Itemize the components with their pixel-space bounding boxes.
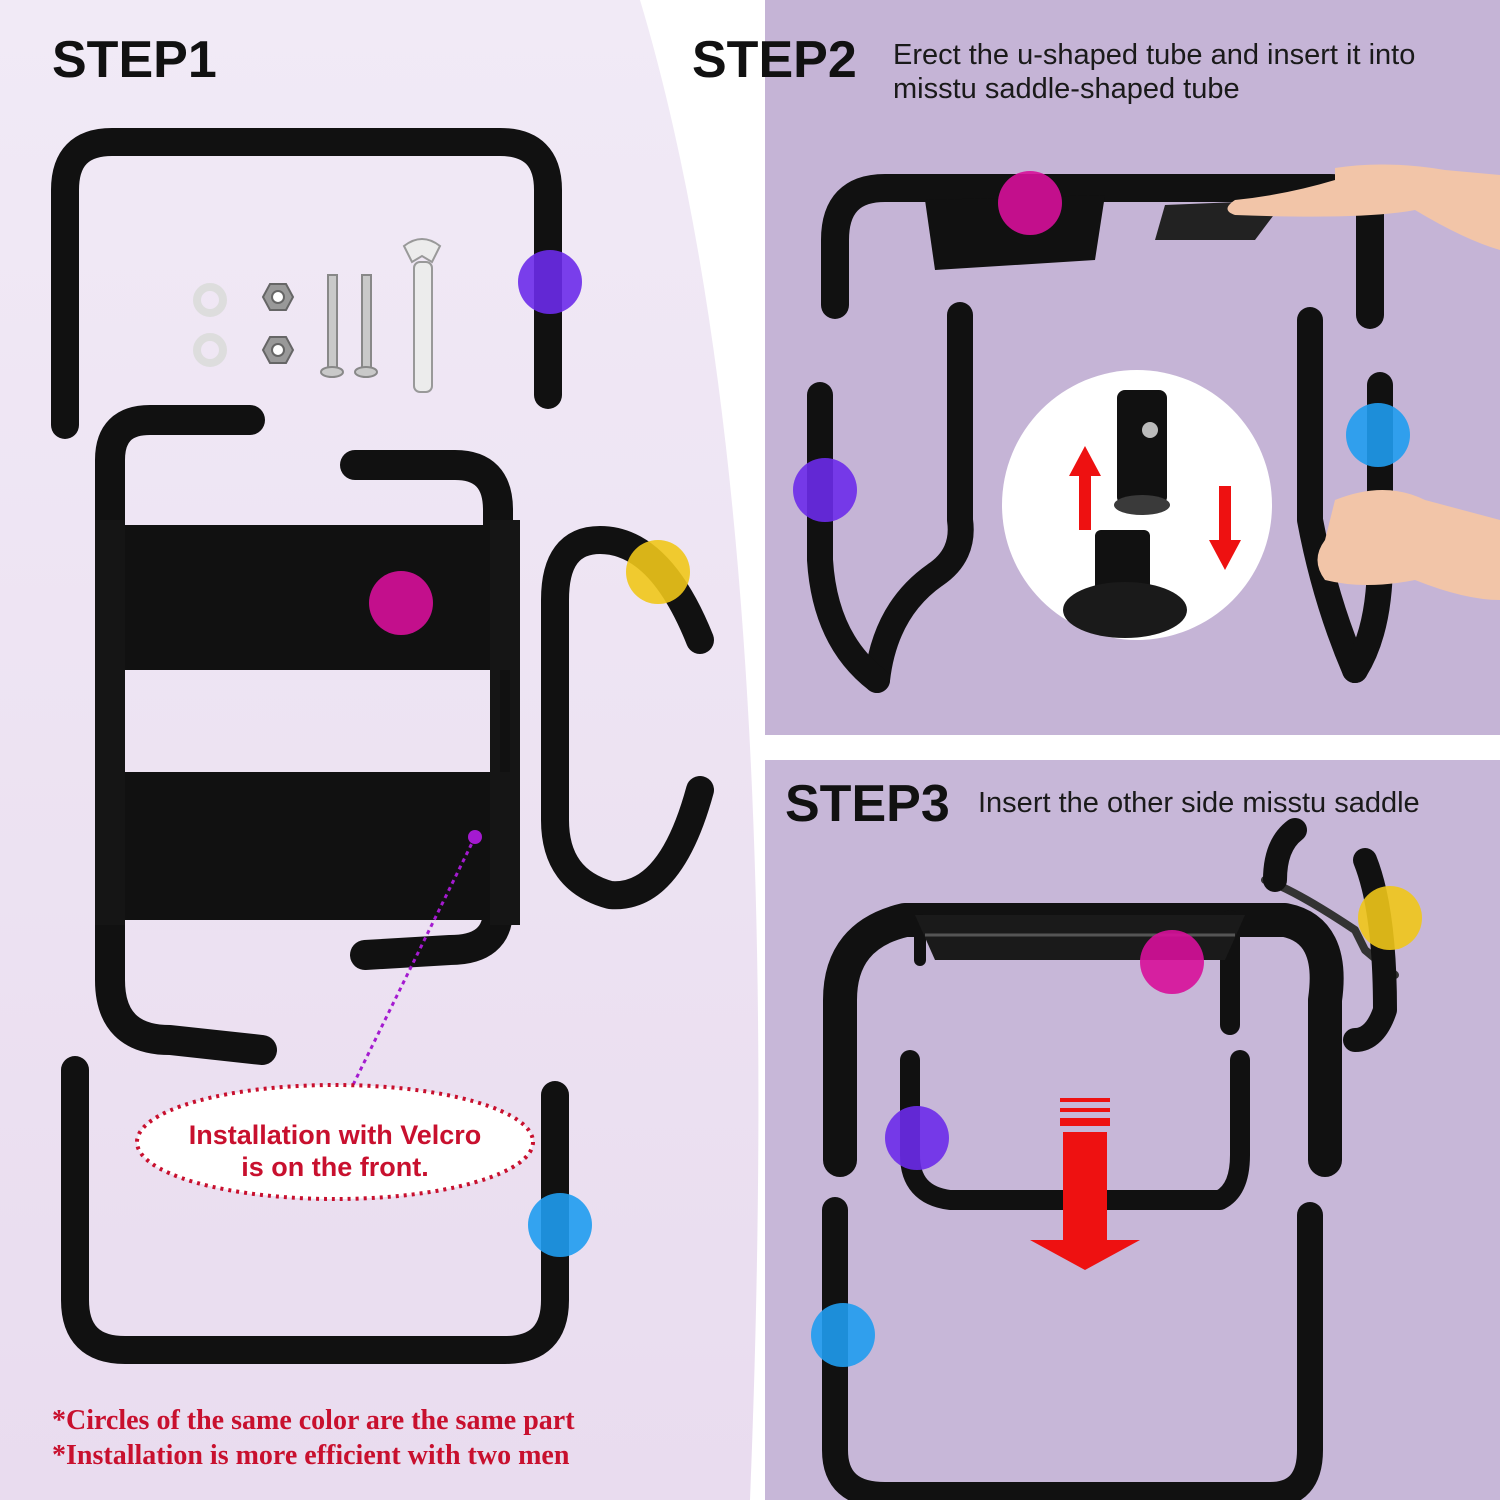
velcro-callout-ellipse bbox=[135, 1083, 535, 1201]
saddle-left-leg bbox=[95, 910, 277, 1065]
washer-icon bbox=[193, 283, 227, 367]
magenta-marker-step2 bbox=[998, 171, 1062, 235]
saddle-seat-side-left bbox=[95, 520, 125, 925]
down-arrow-icon bbox=[1030, 1098, 1140, 1270]
step2-right-tube bbox=[1297, 307, 1368, 683]
step2-title: STEP2 bbox=[692, 31, 857, 89]
magenta-marker-step3 bbox=[1140, 930, 1204, 994]
step2-left-tube bbox=[864, 302, 974, 693]
blue-marker-step1 bbox=[528, 1193, 592, 1257]
velcro-callout: Installation with Velcro is on the front… bbox=[140, 1120, 530, 1184]
step2-zoom-detail bbox=[1063, 390, 1187, 638]
notes: *Circles of the same color are the same … bbox=[52, 1403, 692, 1473]
step1-title: STEP1 bbox=[52, 31, 217, 89]
step3-title: STEP3 bbox=[785, 775, 950, 833]
step2-hand-bottom bbox=[1317, 490, 1500, 600]
step3-inner-u bbox=[900, 1050, 1250, 1210]
step2-illustration bbox=[793, 164, 1500, 693]
saddle-seat-bottom-strap bbox=[100, 772, 515, 920]
magenta-marker-step1 bbox=[369, 571, 433, 635]
wrench-icon bbox=[402, 238, 442, 393]
yellow-marker-step3 bbox=[1358, 886, 1422, 950]
purple-marker-step1 bbox=[518, 250, 582, 314]
up-arrow-icon bbox=[1069, 446, 1101, 530]
purple-marker-step2 bbox=[793, 458, 857, 522]
saddle-seat-top-strap bbox=[100, 525, 515, 670]
note-same-color: *Circles of the same color are the same … bbox=[52, 1405, 575, 1436]
step1-parts-illustration bbox=[51, 128, 714, 1364]
saddle-right-frame bbox=[340, 450, 513, 545]
note-two-men: *Installation is more efficient with two… bbox=[52, 1440, 570, 1471]
blue-marker-step3 bbox=[811, 1303, 875, 1367]
bottom-u-frame bbox=[61, 1056, 569, 1364]
saddle-left-frame bbox=[95, 405, 265, 545]
step3-bottom-u bbox=[822, 1197, 1323, 1500]
purple-marker-step3 bbox=[885, 1106, 949, 1170]
hex-nut-icon bbox=[261, 283, 295, 364]
down-arrow-icon bbox=[1209, 486, 1241, 570]
callout-line1: Installation with Velcro bbox=[188, 1120, 482, 1150]
step3-illustration bbox=[811, 818, 1422, 1500]
blue-marker-step2 bbox=[1346, 403, 1410, 467]
step3-assembled-frame bbox=[823, 903, 1344, 1177]
yellow-marker-step1 bbox=[626, 540, 690, 604]
step2-description: Erect the u-shaped tube and insert it in… bbox=[893, 39, 1416, 106]
step2-hand-top bbox=[1227, 164, 1500, 250]
top-u-frame bbox=[51, 128, 562, 439]
bolt-icon bbox=[320, 274, 378, 378]
callout-line2: is on the front. bbox=[241, 1151, 429, 1182]
step3-description: Insert the other side misstu saddle bbox=[978, 787, 1420, 819]
